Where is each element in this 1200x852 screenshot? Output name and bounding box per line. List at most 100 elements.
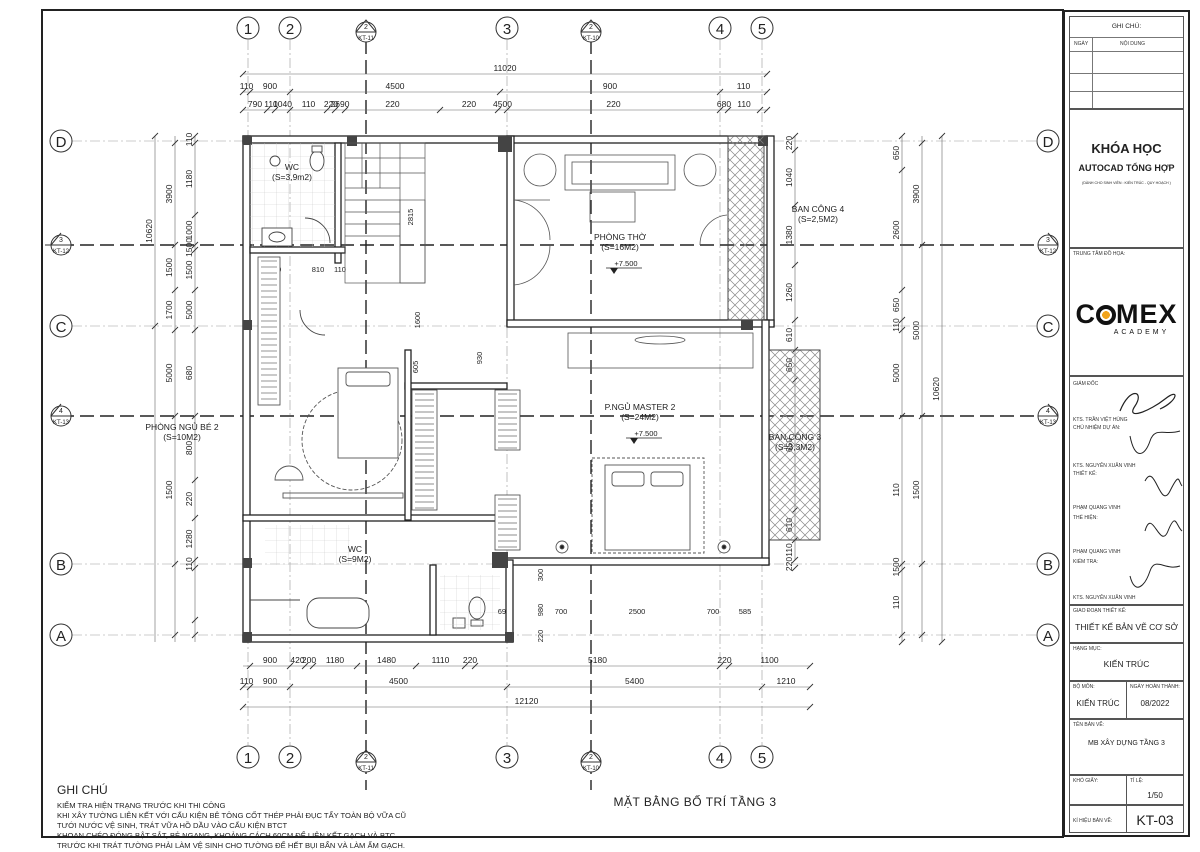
code-label-box: KÍ HIỆU BẢN VẼ: (1069, 805, 1127, 833)
overall-dimension: 11020 (493, 63, 516, 73)
dimension-tick (191, 514, 199, 522)
dimension-tick (758, 683, 766, 691)
dimension-tick (286, 683, 294, 691)
dimension-tick (246, 88, 254, 96)
dimension-text: 5400 (625, 676, 644, 686)
dimension-text: 3900 (911, 184, 921, 203)
dimension-tick (191, 241, 199, 249)
dimension-tick (716, 106, 724, 114)
dimension-tick (271, 106, 279, 114)
note-line: KIỂM TRA HIỆN TRẠNG TRƯỚC KHI THI CÔNG (57, 801, 226, 810)
grid-bubble-4-bottom: 4 (708, 745, 732, 769)
dimension-text: 220 (784, 136, 794, 150)
section-ref: KT-12 (53, 249, 70, 255)
dimension-tick (331, 106, 339, 114)
dimension-tick (436, 106, 444, 114)
dimension-tick (171, 412, 179, 420)
dimension-tick (791, 316, 799, 324)
dimension-tick (724, 106, 732, 114)
dimension-text: 110 (184, 132, 194, 146)
room-name: BAN CÔNG 3 (769, 432, 822, 442)
dimension-tick (191, 211, 199, 219)
room-name: P.NGỦ MASTER 2 (605, 401, 676, 412)
dimension-text: 1480 (377, 655, 396, 665)
dimension-tick (191, 616, 199, 624)
drawing-name-label: TÊN BẢN VẼ: (1073, 722, 1105, 728)
dimension-text: 220 (184, 492, 194, 506)
dimension-tick (494, 106, 502, 114)
grid-bubbles: 1 2 3 4 5 1 2 3 4 5 D C B A D C B A (49, 16, 1060, 769)
grid-bubble-label: B (56, 557, 66, 574)
wall-C (506, 319, 775, 328)
dimension-tick (791, 132, 799, 140)
dimension-tick (246, 683, 254, 691)
room-area: (S=9M2) (339, 554, 372, 564)
dimension-tick (898, 566, 906, 574)
dimension-tick (239, 70, 247, 78)
section-number: 3 (59, 237, 63, 244)
room-area: (S=24M2) (621, 412, 659, 422)
grid-bubble-label: 4 (716, 21, 724, 38)
scale-value: 1/50 (1147, 791, 1163, 800)
dimension-tick (191, 412, 199, 420)
dimension-tick (898, 166, 906, 174)
dimension-text: 4500 (493, 99, 512, 109)
section-marker-top-2: 2KT-10 (580, 19, 602, 43)
category-label: HẠNG MỤC: (1073, 646, 1102, 652)
dimension-text: 680 (184, 366, 194, 380)
dimension-text: 3900 (164, 184, 174, 203)
dimension-tick (412, 662, 420, 670)
section-number: 4 (59, 408, 63, 415)
revision-heading: GHI CHÚ: (1111, 23, 1142, 30)
dimension-text: 900 (263, 655, 277, 665)
grid-bubble-label: 5 (758, 750, 766, 767)
grid-bubble-label: 3 (503, 21, 511, 38)
dimension-text: 220 (463, 655, 477, 665)
grid-bubble-label: C (56, 319, 67, 336)
dimension-text: 220 (324, 99, 338, 109)
completion-box: NGÀY HOÀN THÀNH: 08/2022 (1126, 681, 1184, 719)
discipline-label: BỘ MÔN: (1073, 684, 1095, 690)
dimension-text: 790 (248, 99, 262, 109)
dimension-text: 5180 (588, 655, 607, 665)
dimension-text: 1500 (164, 480, 174, 499)
dimension-tick (309, 662, 317, 670)
inner-dimension: 605 (411, 361, 420, 374)
balcony-3 (768, 349, 821, 541)
checker-name: KTS. NGUYỄN XUÂN VINH (1073, 595, 1136, 601)
section-marker-bottom-2: 2KT-10 (580, 749, 602, 773)
paper-size-box: KHỔ GIẤY: (1069, 775, 1127, 805)
dimension-tick (918, 139, 926, 147)
dimension-tick (763, 88, 771, 96)
completion-value: 08/2022 (1140, 699, 1170, 708)
wall-grid3-lower (505, 559, 514, 643)
room-name: PHÒNG NGỦ BÉ 2 (145, 421, 218, 432)
dimension-tick (791, 201, 799, 209)
dimension-tick (191, 132, 199, 140)
inner-dimension: 695 (498, 607, 511, 616)
dimension-text: 110 (302, 99, 316, 109)
content-column-header: NỘI DUNG (1120, 41, 1145, 47)
dimension-text: 1180 (184, 170, 194, 189)
section-marker-top-1: 2KT-11 (355, 19, 377, 43)
center-label: TRUNG TÂM ĐỒ HỌA: (1073, 251, 1126, 257)
dimension-tick (191, 326, 199, 334)
paper-size-label: KHỔ GIẤY: (1073, 778, 1099, 784)
director-name: KTS. TRẦN VIỆT HÙNG (1073, 417, 1128, 423)
dimension-text: 1040 (273, 99, 292, 109)
grid-bubble-D-right: D (1036, 129, 1060, 153)
drawing-name-box: TÊN BẢN VẼ: MB XÂY DỰNG TẦNG 3 (1069, 719, 1184, 775)
grid-bubble-1-top: 1 (236, 16, 260, 40)
wall-right-upper (766, 135, 775, 327)
dimension-tick (898, 560, 906, 568)
dimension-text: 4500 (389, 676, 408, 686)
dimension-text: 1100 (760, 655, 779, 665)
dimension-tick (353, 662, 361, 670)
dimension-tick (716, 662, 724, 670)
grid-bubble-A-left: A (49, 623, 73, 647)
dimension-tick (239, 88, 247, 96)
inner-dimension: 810 (312, 265, 325, 274)
date-column-header: NGÀY (1074, 41, 1089, 47)
inner-dimension: 300 (536, 569, 545, 582)
